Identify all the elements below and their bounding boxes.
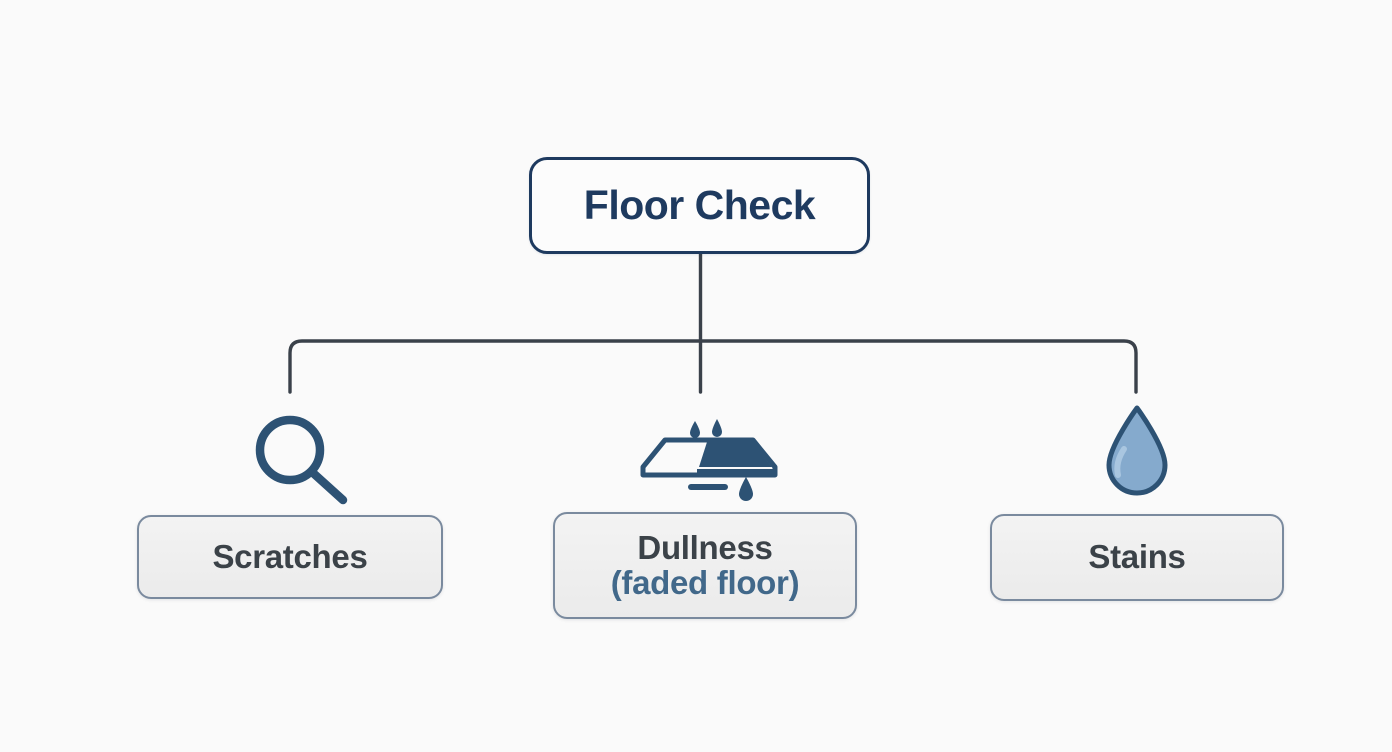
root-node-label: Floor Check bbox=[583, 182, 816, 228]
node-dullness-label: Dullness bbox=[637, 528, 773, 566]
connector-bus bbox=[288, 339, 1138, 394]
water-droplet-icon bbox=[1106, 405, 1168, 496]
node-stains-label: Stains bbox=[1088, 538, 1186, 576]
node-scratches-label: Scratches bbox=[212, 537, 368, 575]
polished-floor-icon bbox=[640, 419, 778, 501]
node-dullness-sublabel: (faded floor) bbox=[610, 563, 800, 601]
node-stains[interactable]: Stains bbox=[990, 514, 1284, 601]
root-node-floor-check[interactable]: Floor Check bbox=[529, 157, 870, 254]
magnifier-icon bbox=[255, 415, 348, 505]
node-dullness[interactable]: Dullness (faded floor) bbox=[553, 512, 857, 619]
node-scratches[interactable]: Scratches bbox=[137, 515, 443, 599]
